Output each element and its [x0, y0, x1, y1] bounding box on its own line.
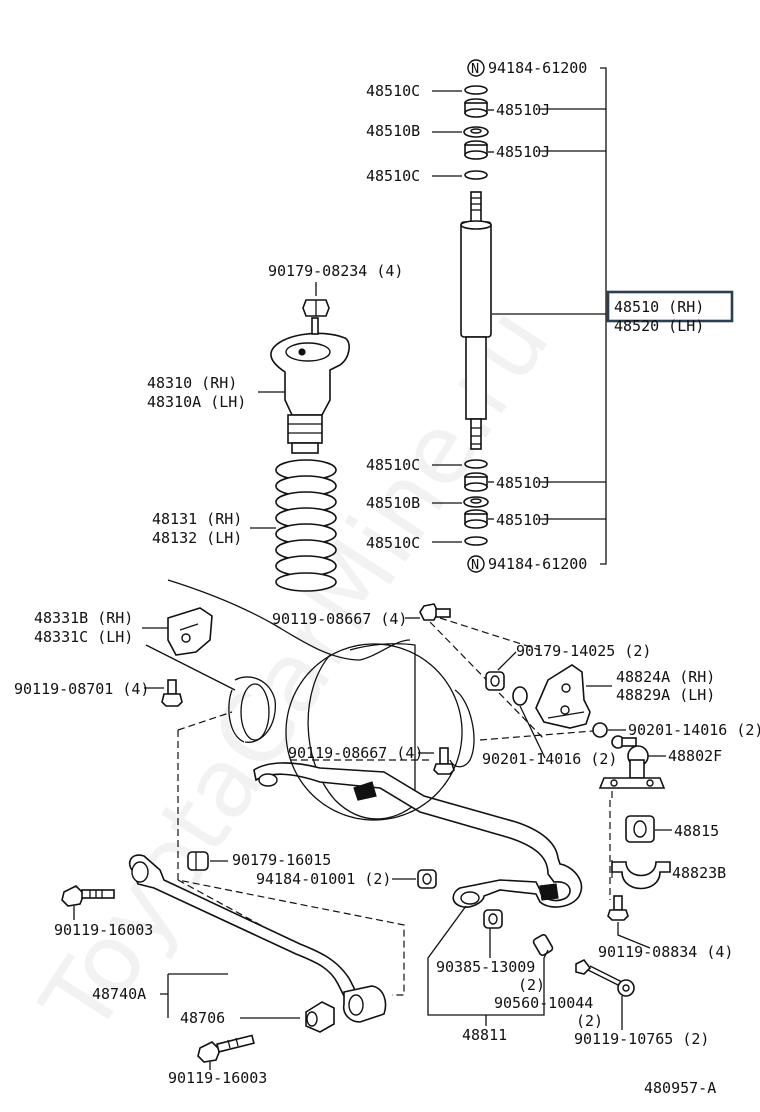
- washer-icon: [464, 459, 488, 469]
- washer-icon: [464, 536, 488, 546]
- washer-icon: [464, 170, 488, 180]
- label-nut-top: 94184-61200: [488, 59, 587, 77]
- bolt-icon: [61, 885, 115, 907]
- bolt-icon: [607, 895, 629, 921]
- bushing-icon: [464, 509, 488, 529]
- label-shock-rh: 48510 (RH): [614, 298, 704, 316]
- label-bottom-bushing-1: 48510J: [496, 474, 550, 492]
- label-stabilizer-bushing: 48815: [674, 822, 719, 840]
- label-spring-rh: 48131 (RH): [152, 510, 242, 528]
- label-top-washer-1: 48510C: [366, 82, 420, 100]
- shock-absorber-assembly: N 94184-61200 48510C 48510J 48510B 48510…: [366, 59, 734, 573]
- label-bushing-13009: 90385-13009: [436, 958, 535, 976]
- nut-icon: [417, 869, 437, 889]
- nut-icon: [302, 299, 330, 317]
- label-bolt-08834: 90119-08834 (4): [598, 943, 733, 961]
- label-spring-lh: 48132 (LH): [152, 529, 242, 547]
- label-spacer-lh: 48331C (LH): [34, 628, 133, 646]
- lateral-rod-icon: [128, 854, 387, 1023]
- label-nut-16015: 90179-16015: [232, 851, 331, 869]
- retainer-icon: [463, 126, 489, 138]
- shock-bracket-line: [492, 67, 607, 565]
- label-bracket-rh: 48824A (RH): [616, 668, 715, 686]
- label-bumper-nut: 90179-08234 (4): [268, 262, 403, 280]
- label-nut-01001: 94184-01001 (2): [256, 870, 391, 888]
- label-bolt-10765: 90119-10765 (2): [574, 1030, 709, 1048]
- label-lateral-rod: 48740A: [92, 985, 146, 1003]
- rod-bushing-icon: [305, 1001, 335, 1033]
- washer-icon: [592, 722, 608, 738]
- label-bolt-16003-bottom: 90119-16003: [168, 1069, 267, 1087]
- nut-icon: [485, 671, 505, 691]
- coil-spring-group: 48131 (RH) 48132 (LH): [152, 459, 337, 592]
- label-bolt-08667-mid: 90119-08667 (4): [288, 744, 423, 762]
- diagram-code: 480957-A: [644, 1079, 716, 1097]
- label-top-bushing-1: 48510J: [496, 101, 550, 119]
- label-link: 48802F: [668, 747, 722, 765]
- stabilizer-bushing-icon: [625, 815, 655, 843]
- label-spacer-rh: 48331B (RH): [34, 609, 133, 627]
- collar-icon: [532, 934, 554, 956]
- spring-bumper-icon: [270, 317, 350, 454]
- spacer-group: 48331B (RH) 48331C (LH): [34, 607, 236, 691]
- label-bolt-16003-top: 90119-16003: [54, 921, 153, 939]
- nut-n-top-icon: N: [467, 59, 485, 77]
- label-shock-lh: 48520 (LH): [614, 317, 704, 335]
- label-top-retainer: 48510B: [366, 122, 420, 140]
- label-bumper-rh: 48310 (RH): [147, 374, 237, 392]
- label-bottom-washer-1: 48510C: [366, 456, 420, 474]
- spring-bumper-group: 90179-08234 (4) 48310 (RH) 48310A (LH): [147, 262, 403, 454]
- stabilizer-bushing-bracket-icon: [611, 861, 671, 890]
- nut-icon: [187, 851, 209, 871]
- label-bottom-washer-2: 48510C: [366, 534, 420, 552]
- svg-text:N: N: [471, 61, 479, 77]
- label-bolt-08701: 90119-08701 (4): [14, 680, 149, 698]
- bolt-icon: [433, 747, 455, 775]
- label-rod-bushing: 48706: [180, 1009, 225, 1027]
- label-bumper-lh: 48310A (LH): [147, 393, 246, 411]
- retainer-icon: [463, 496, 489, 508]
- stabilizer-bar-icon: [253, 643, 583, 908]
- bolt-icon: [197, 1034, 255, 1063]
- washer-icon: [512, 686, 528, 706]
- bushing-icon: [464, 472, 488, 492]
- bolt-icon: [161, 679, 183, 707]
- bolt-icon: [575, 958, 635, 997]
- bushing-icon: [483, 909, 503, 929]
- label-collar-10044-qty: (2): [576, 1012, 603, 1030]
- spacer-icon: [167, 607, 213, 656]
- bushing-icon: [464, 98, 488, 118]
- label-bolt-08667-top: 90119-08667 (4): [272, 610, 407, 628]
- label-nut-bottom: 94184-61200: [488, 555, 587, 573]
- label-bushing-bracket: 48823B: [672, 864, 726, 882]
- label-washer-14016-mid: 90201-14016 (2): [482, 750, 617, 768]
- label-bottom-bushing-2: 48510J: [496, 511, 550, 529]
- label-bushing-13009-qty: (2): [518, 976, 545, 994]
- nut-n-bottom-icon: N: [467, 555, 485, 573]
- stabilizer-bracket-icon: [535, 664, 591, 729]
- washer-icon: [464, 85, 488, 95]
- label-bracket-lh: 48829A (LH): [616, 686, 715, 704]
- bushing-icon: [464, 140, 488, 160]
- label-washer-14016-right: 90201-14016 (2): [628, 721, 760, 739]
- svg-text:N: N: [471, 557, 479, 573]
- label-top-washer-2: 48510C: [366, 167, 420, 185]
- label-stabilizer-bar: 48811: [462, 1026, 507, 1044]
- bolt-icon: [419, 603, 451, 621]
- stabilizer-link-icon: [598, 735, 666, 789]
- coil-spring-icon: [275, 459, 337, 592]
- label-bottom-retainer: 48510B: [366, 494, 420, 512]
- axle-housing-outline: [167, 579, 613, 996]
- highlight-box: [606, 290, 734, 323]
- label-top-bushing-2: 48510J: [496, 143, 550, 161]
- label-nut-14025: 90179-14025 (2): [516, 642, 651, 660]
- shock-absorber-icon: [460, 191, 492, 450]
